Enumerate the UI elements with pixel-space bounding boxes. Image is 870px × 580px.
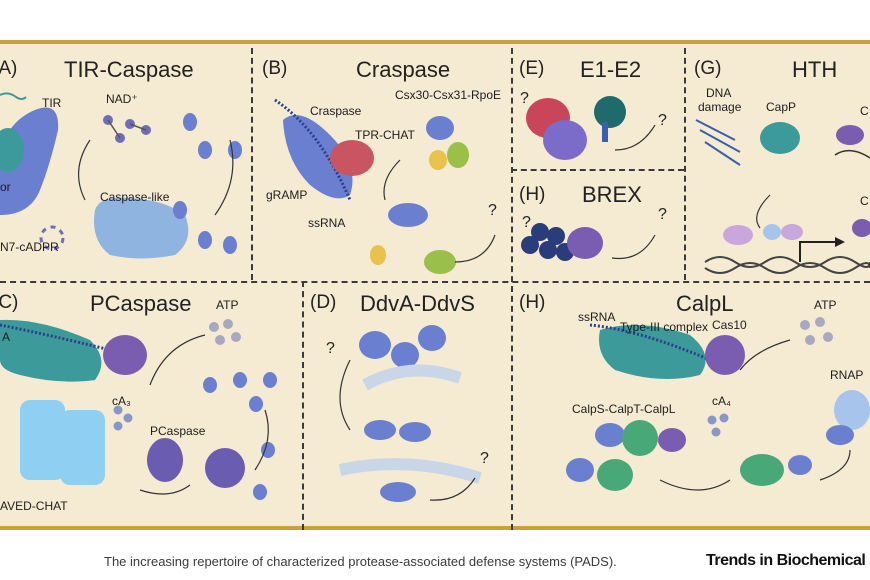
label-nad: NAD⁺ bbox=[106, 92, 138, 106]
pcaspase-illustration bbox=[0, 319, 277, 500]
divider-b-e bbox=[511, 48, 513, 530]
label-n7-cadpr: N7-cADPR bbox=[0, 240, 59, 254]
label-cas10: Cas10 bbox=[712, 318, 747, 332]
brex-illustration bbox=[521, 223, 656, 261]
label-gramp: gRAMP bbox=[266, 188, 308, 202]
label-pcaspase: PCaspase bbox=[150, 424, 206, 438]
panel-g-letter: (G) bbox=[694, 58, 722, 79]
panel-h-brex-letter: (H) bbox=[519, 184, 546, 205]
label-damage: damage bbox=[698, 100, 742, 114]
panel-d-title: DdvA-DdvS bbox=[360, 291, 475, 316]
label-capp: CapP bbox=[766, 100, 797, 114]
question-b: ? bbox=[488, 202, 497, 219]
divider-a-b bbox=[251, 48, 253, 280]
label-ssrna-b: ssRNA bbox=[308, 216, 346, 230]
tir-caspase-illustration bbox=[0, 92, 242, 259]
label-dna: DNA bbox=[706, 86, 732, 100]
panel-c-title: PCaspase bbox=[90, 291, 192, 316]
panel-e-letter: (E) bbox=[519, 58, 545, 79]
panel-h-brex-title: BREX bbox=[582, 182, 642, 207]
label-ca3: cA₃ bbox=[112, 394, 131, 408]
label-type-iii: Type-III complex bbox=[620, 320, 709, 334]
panel-b-letter: (B) bbox=[262, 58, 288, 79]
question-brex-right: ? bbox=[658, 206, 667, 223]
label-c-top: C bbox=[860, 104, 869, 118]
divider-c-d bbox=[302, 281, 304, 530]
label-tpr-chat: TPR-CHAT bbox=[355, 128, 415, 142]
label-rna-c: A bbox=[2, 330, 11, 344]
panel-d-letter: (D) bbox=[310, 292, 337, 313]
panel-h-calpl-title: CalpL bbox=[676, 291, 734, 316]
question-d-right: ? bbox=[480, 450, 489, 467]
label-c-mid: C bbox=[860, 194, 869, 208]
label-csx: Csx30-Csx31-RpoE bbox=[395, 88, 502, 102]
craspase-illustration bbox=[274, 98, 496, 274]
label-atp-c: ATP bbox=[216, 298, 239, 312]
divider-e-h bbox=[511, 169, 684, 171]
panel-a-title: TIR-Caspase bbox=[64, 57, 194, 82]
panel-g-title: HTH bbox=[792, 57, 838, 82]
label-calps: CalpS-CalpT-CalpL bbox=[572, 402, 676, 416]
panel-b-title: Craspase bbox=[356, 57, 451, 82]
label-ssrna-h: ssRNA bbox=[578, 310, 616, 324]
label-rnap: RNAP bbox=[830, 368, 864, 382]
label-tir: TIR bbox=[42, 96, 62, 110]
question-e-right: ? bbox=[658, 112, 667, 129]
label-receptor: or bbox=[0, 180, 11, 194]
panel-e-title: E1-E2 bbox=[580, 57, 642, 82]
panel-a-letter: (A) bbox=[0, 58, 18, 79]
label-saved-chat: AVED-CHAT bbox=[0, 499, 68, 513]
hth-illustration bbox=[695, 119, 870, 274]
figure-caption: The increasing repertoire of characteriz… bbox=[104, 554, 617, 569]
label-caspase-like: Caspase-like bbox=[100, 190, 170, 204]
divider-e-g bbox=[684, 48, 686, 280]
question-e-left: ? bbox=[520, 90, 529, 107]
ddva-ddvs-illustration bbox=[338, 325, 482, 502]
calpl-illustration bbox=[566, 317, 870, 491]
label-ca4: cA₄ bbox=[712, 394, 731, 408]
label-atp-h: ATP bbox=[814, 298, 837, 312]
panel-c-letter: (C) bbox=[0, 292, 19, 313]
e1-e2-illustration bbox=[526, 96, 656, 160]
label-craspase: Craspase bbox=[310, 104, 362, 118]
panel-h-calpl-letter: (H) bbox=[519, 292, 546, 313]
question-brex-left: ? bbox=[522, 214, 531, 231]
journal-brand: Trends in Biochemical bbox=[706, 552, 866, 569]
divider-top-bottom bbox=[0, 281, 870, 283]
question-d-left: ? bbox=[326, 340, 335, 357]
